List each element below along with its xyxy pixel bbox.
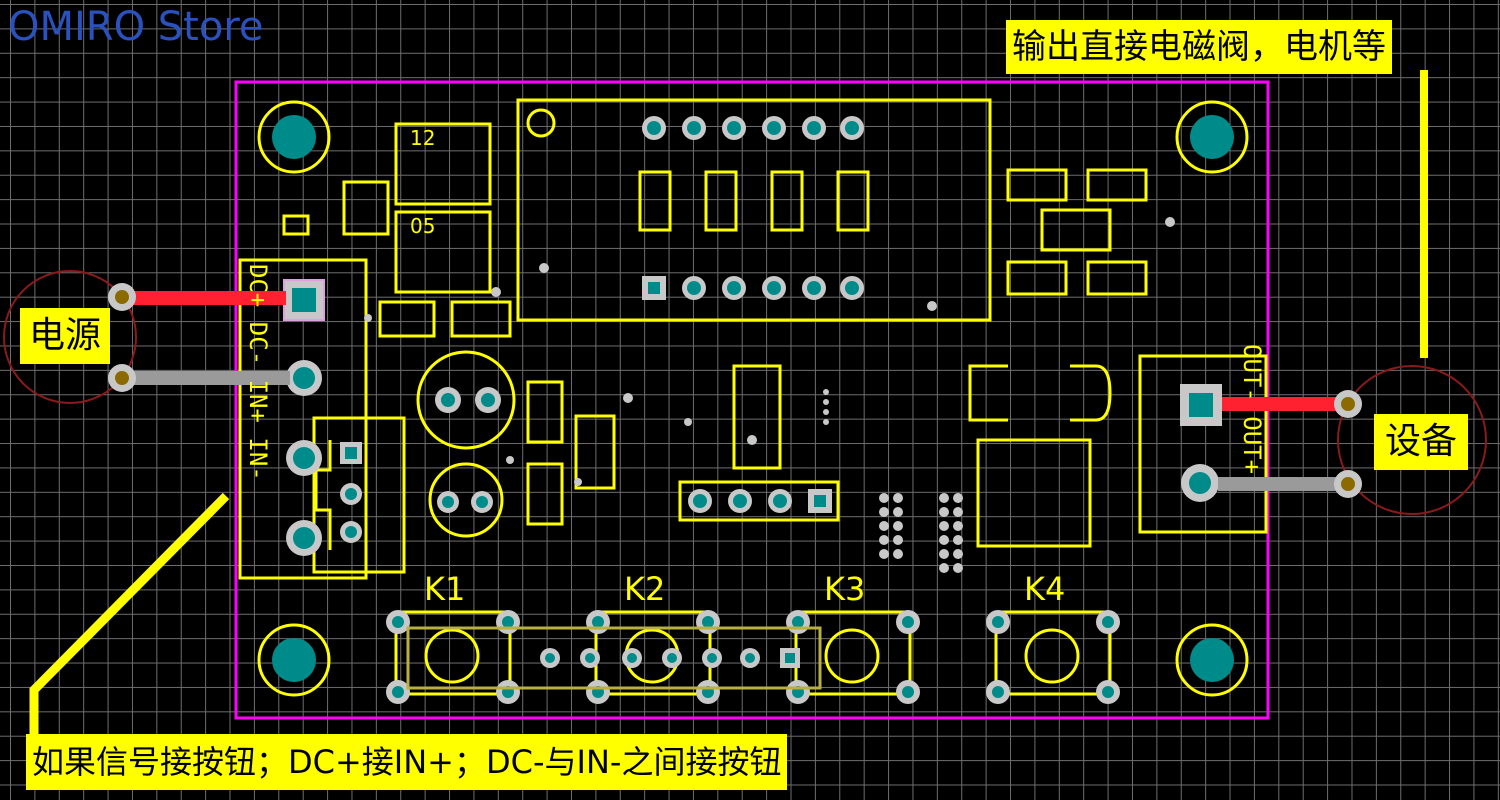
mounting-hole-bl bbox=[257, 623, 331, 697]
watermark: OMIRO Store bbox=[8, 4, 264, 50]
capacitor-2 bbox=[428, 462, 504, 538]
mounting-hole-tr bbox=[1175, 100, 1249, 174]
button-k3-footprint bbox=[786, 610, 920, 704]
output-note: 输出直接电磁阀，电机等 bbox=[1006, 20, 1392, 74]
relay-pads-bottom bbox=[642, 276, 864, 300]
mounting-hole-br bbox=[1175, 623, 1249, 697]
k1-label: K1 bbox=[424, 570, 466, 608]
input-pads bbox=[283, 279, 362, 556]
k2-label: K2 bbox=[624, 570, 666, 608]
relay-outline bbox=[516, 98, 992, 322]
button-k4-footprint bbox=[986, 610, 1120, 704]
relay-pads-top bbox=[642, 116, 864, 140]
button-k1-footprint bbox=[386, 610, 520, 704]
device-marker-circle bbox=[1337, 365, 1487, 515]
ic-12-label: 12 bbox=[410, 126, 436, 150]
power-label: 电源 bbox=[20, 308, 110, 364]
button-hint-note: 如果信号接按钮；DC+接IN+；DC-与IN-之间接按钮 bbox=[26, 734, 788, 790]
output-terminal-outline bbox=[1138, 354, 1268, 534]
ic-05-label: 05 bbox=[410, 214, 436, 238]
input-terminal-label: DC+ DC- IN+ IN- bbox=[244, 264, 272, 481]
mounting-hole-tl bbox=[257, 100, 331, 174]
button-leader-line bbox=[29, 492, 230, 736]
device-label: 设备 bbox=[1374, 414, 1468, 470]
button-k2-footprint bbox=[586, 610, 720, 704]
capacitor-1 bbox=[416, 350, 516, 450]
k3-label: K3 bbox=[824, 570, 866, 608]
k4-label: K4 bbox=[1024, 570, 1066, 608]
output-terminal-label: OUT- OUT+ bbox=[1238, 344, 1266, 475]
button-connector-outline bbox=[406, 626, 822, 690]
power-marker-circle bbox=[3, 270, 137, 404]
header-outline bbox=[678, 480, 840, 522]
